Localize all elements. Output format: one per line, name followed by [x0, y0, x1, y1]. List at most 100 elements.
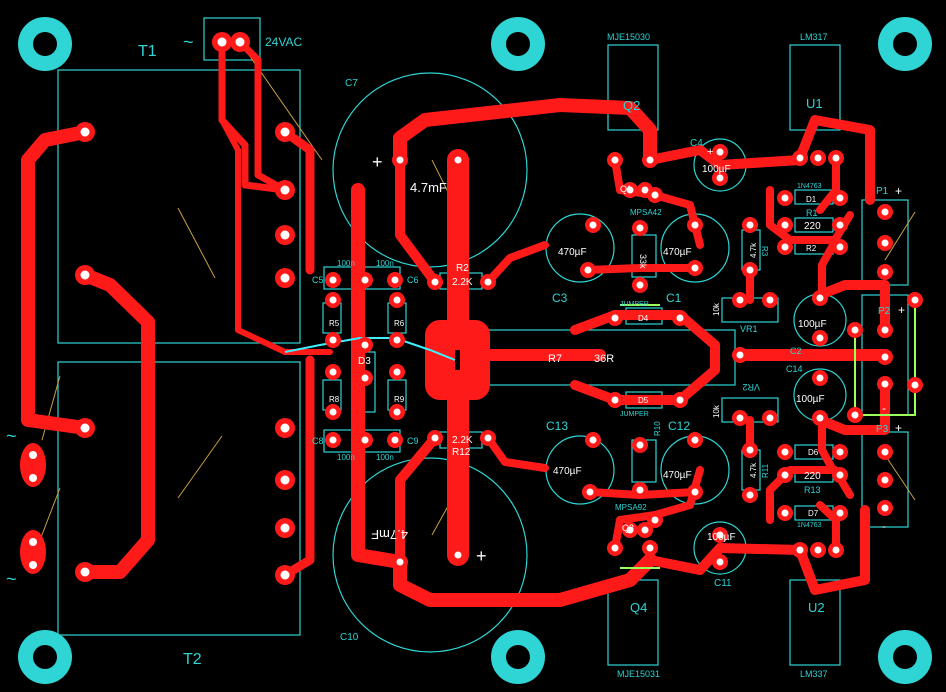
- label-r11: R11: [761, 463, 770, 478]
- pad-hole: [736, 296, 744, 304]
- pad-hole: [484, 434, 492, 442]
- label-10k-top: 10k: [712, 302, 721, 316]
- pad-hole: [393, 368, 401, 376]
- label-100n-1: 100n: [337, 259, 355, 268]
- pad-hole: [80, 127, 90, 137]
- pad-hole: [836, 194, 844, 202]
- pad-hole: [881, 353, 889, 361]
- label-c13-value: 470µF: [553, 466, 582, 477]
- label-p1-plus: +: [895, 184, 902, 198]
- pad-hole: [396, 558, 404, 566]
- pad-hole: [626, 186, 634, 194]
- label-r9: R9: [394, 395, 405, 404]
- pad-hole: [881, 476, 889, 484]
- pad-hole: [611, 396, 619, 404]
- pad-hole: [431, 278, 439, 286]
- label-r1: R1: [806, 208, 818, 218]
- pad-hole: [393, 408, 401, 416]
- pad-hole: [361, 341, 369, 349]
- pad-hole: [716, 531, 724, 539]
- pad-hole: [881, 504, 889, 512]
- label-c5: C5: [312, 275, 324, 285]
- pad-hole: [454, 551, 462, 559]
- label-4.7k-top: 4.7k: [749, 242, 758, 258]
- label-t2: T2: [183, 651, 202, 668]
- pad-hole: [816, 294, 824, 302]
- label-d1: D1: [806, 195, 817, 204]
- label-c3: C3: [552, 291, 568, 305]
- pad-hole: [646, 544, 654, 552]
- pad-hole: [676, 396, 684, 404]
- pad-hole: [393, 296, 401, 304]
- label-c4-plus: +: [707, 146, 713, 158]
- pad-hole: [691, 436, 699, 444]
- pad-hole: [781, 221, 789, 229]
- label-c7-value: 4.7mF: [410, 180, 447, 195]
- pad-hole: [280, 570, 290, 580]
- pad-hole: [626, 526, 634, 534]
- label-vr2: VR2: [742, 382, 760, 392]
- pad-hole: [836, 448, 844, 456]
- pad-hole: [832, 154, 840, 162]
- label-q3: Q3: [622, 523, 634, 533]
- pad-hole: [646, 156, 654, 164]
- label-ac-symbol: ~: [183, 32, 194, 52]
- pad-hole: [586, 488, 594, 496]
- pad-hole: [280, 273, 290, 283]
- pad-hole: [651, 516, 659, 524]
- label-c10-plus: +: [476, 546, 487, 566]
- pad-hole: [329, 336, 337, 344]
- pad-hole: [676, 314, 684, 322]
- pad-hole: [816, 374, 824, 382]
- label-c11: C11: [714, 578, 732, 589]
- label-r13-value: 220: [804, 471, 821, 482]
- label-d4: D4: [638, 314, 649, 323]
- pad-hole: [766, 296, 774, 304]
- pad-hole: [80, 567, 90, 577]
- label-d5: D5: [638, 396, 649, 405]
- pad-hole: [691, 488, 699, 496]
- copper-traces: [21, 38, 891, 607]
- label-100n-3: 100n: [337, 453, 355, 462]
- pad-hole: [584, 266, 592, 274]
- pad-hole: [781, 243, 789, 251]
- pads: [75, 32, 923, 585]
- pad-hole: [781, 471, 789, 479]
- label-10k-bottom: 10k: [712, 404, 721, 418]
- pad-hole: [280, 230, 290, 240]
- pad-hole: [589, 436, 597, 444]
- pad-hole: [746, 266, 754, 274]
- label-u2-part: LM337: [800, 669, 828, 679]
- pad-hole: [329, 436, 337, 444]
- pad-hole: [329, 296, 337, 304]
- pad-hole: [329, 368, 337, 376]
- pad-hole: [431, 434, 439, 442]
- pad-hole: [832, 546, 840, 554]
- pad-hole: [746, 221, 754, 229]
- label-q2: Q2: [623, 98, 640, 113]
- label-jumper-bottom: JUMPER: [620, 411, 649, 418]
- pad-hole: [814, 154, 822, 162]
- label-c2-value: 100µF: [798, 319, 827, 330]
- label-c12: C12: [668, 419, 690, 433]
- label-p3-plus: +: [895, 421, 902, 435]
- label-q2-part: MJE15030: [607, 32, 650, 42]
- jumper-wire: [284, 337, 456, 361]
- label-c4: C4: [690, 138, 703, 149]
- pad-hole: [881, 448, 889, 456]
- label-c4-value: 100µF: [702, 164, 731, 175]
- label-ac-left-bottom: ~: [6, 569, 17, 589]
- pad-hole: [691, 221, 699, 229]
- label-r6: R6: [394, 319, 405, 328]
- label-p2-plus: +: [898, 303, 905, 317]
- label-100n-4: 100n: [376, 453, 394, 462]
- label-r12: R12: [452, 447, 471, 458]
- label-jumper-top: JUMPER: [620, 301, 649, 308]
- pad-hole: [235, 37, 245, 47]
- pad-hole: [716, 558, 724, 566]
- label-p3-minus: -: [882, 519, 886, 533]
- label-c14: C14: [786, 364, 803, 374]
- label-c11-value: 100µF: [707, 532, 736, 543]
- labels: T1 T2 ~ 24VAC ~ ~ C7 C10 4.7mF 4.7mF + +…: [6, 32, 905, 679]
